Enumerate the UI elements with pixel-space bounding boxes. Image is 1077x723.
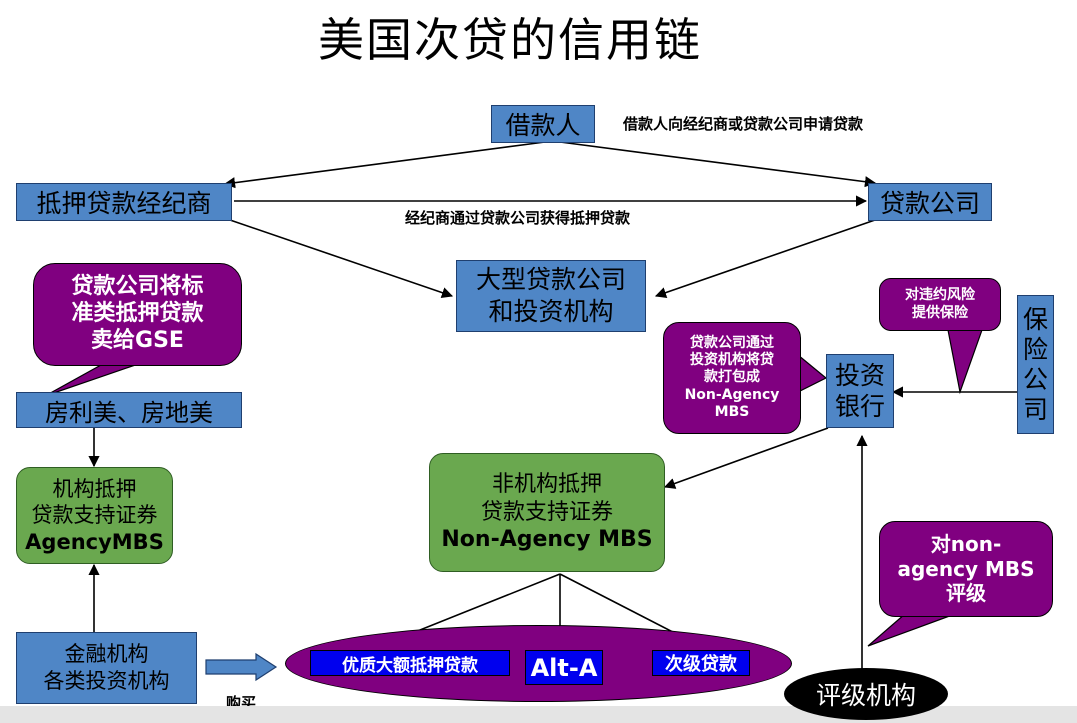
callout-package-line-3: 款打包成 — [704, 369, 760, 386]
callout-package-mbs: 贷款公司通过 投资机构将贷 款打包成 Non-Agency MBS — [663, 322, 801, 434]
arrow-broker-to-large-lender — [229, 219, 454, 299]
large-lender-box: 大型贷款公司 和投资机构 — [456, 260, 646, 332]
arrow-bank-to-non-agency-mbs — [663, 427, 829, 489]
large-lender-line-2: 和投资机构 — [488, 297, 614, 326]
callout-rating: 对non- agency MBS 评级 — [879, 521, 1053, 617]
arrow-borrower-to-broker — [223, 141, 546, 189]
borrower-box: 借款人 — [491, 105, 595, 143]
callout-rating-line-3: 评级 — [946, 581, 986, 606]
callout-package-line-2: 投资机构将贷 — [690, 352, 774, 369]
lender-box: 贷款公司 — [868, 183, 992, 221]
arrow-borrower-to-lender — [559, 141, 877, 188]
callout-default-insurance: 对违约风险 提供保险 — [879, 278, 1001, 331]
callout-package-line-1: 贷款公司通过 — [690, 335, 774, 352]
non-agency-mbs-line-3: Non-Agency MBS — [441, 527, 653, 553]
loan-tag-subprime: 次级贷款 — [652, 650, 750, 676]
agency-mbs-box: 机构抵押 贷款支持证券 AgencyMBS — [16, 467, 173, 564]
insurance-company-box: 保 险 公 司 — [1017, 295, 1054, 434]
callout-package-line-5: MBS — [714, 403, 750, 420]
non-agency-mbs-box: 非机构抵押 贷款支持证券 Non-Agency MBS — [429, 453, 665, 572]
financial-institutions-box: 金融机构 各类投资机构 — [16, 632, 197, 704]
callout-insurance-line-1: 对违约风险 — [905, 287, 975, 304]
financial-institutions-line-1: 金融机构 — [64, 641, 149, 666]
large-lender-line-1: 大型贷款公司 — [475, 264, 626, 294]
investment-bank-line-2: 银行 — [834, 392, 885, 421]
loan-tag-alt-a: Alt-A — [525, 650, 603, 685]
callout-sell-line-1: 贷款公司将标 — [71, 274, 204, 300]
financial-institutions-line-2: 各类投资机构 — [43, 669, 170, 693]
insurance-char-3: 公 — [1022, 364, 1048, 394]
callout-sell-to-gse: 贷款公司将标 准类抵押贷款 卖给GSE — [33, 263, 242, 366]
agency-mbs-line-1: 机构抵押 — [52, 477, 137, 502]
insurance-char-2: 险 — [1022, 334, 1048, 364]
loan-tag-prime-jumbo: 优质大额抵押贷款 — [310, 650, 510, 676]
gse-box: 房利美、房地美 — [16, 392, 242, 428]
insurance-char-4: 司 — [1022, 394, 1048, 424]
callout-sell-line-3: 卖给GSE — [91, 327, 184, 353]
callout-tail-insurance — [947, 329, 983, 395]
callout-tail-package — [797, 353, 828, 393]
borrower-apply-label: 借款人向经纪商或贷款公司申请贷款 — [623, 115, 864, 133]
arrow-lender-to-large-lender — [654, 219, 876, 298]
agency-mbs-line-2: 贷款支持证券 — [31, 503, 158, 528]
callout-package-line-4: Non-Agency — [684, 386, 780, 403]
buy-arrow — [205, 652, 278, 682]
broker-via-lender-label: 经纪商通过贷款公司获得抵押贷款 — [405, 209, 631, 227]
broker-box: 抵押贷款经纪商 — [16, 183, 232, 221]
investment-bank-box: 投资 银行 — [826, 354, 894, 428]
callout-tail-rating — [867, 613, 956, 647]
rating-agency-oval: 评级机构 — [784, 668, 948, 720]
non-agency-mbs-line-1: 非机构抵押 — [491, 472, 602, 498]
callout-sell-line-2: 准类抵押贷款 — [71, 301, 204, 327]
callout-rating-line-2: agency MBS — [897, 556, 1035, 581]
callout-rating-line-1: 对non- — [930, 532, 1002, 557]
non-agency-mbs-line-2: 贷款支持证券 — [480, 499, 613, 525]
insurance-char-1: 保 — [1022, 304, 1048, 334]
page-title: 美国次贷的信用链 — [318, 13, 702, 67]
agency-mbs-line-3: AgencyMBS — [25, 529, 164, 554]
investment-bank-line-1: 投资 — [834, 360, 885, 390]
callout-insurance-line-2: 提供保险 — [912, 304, 968, 321]
